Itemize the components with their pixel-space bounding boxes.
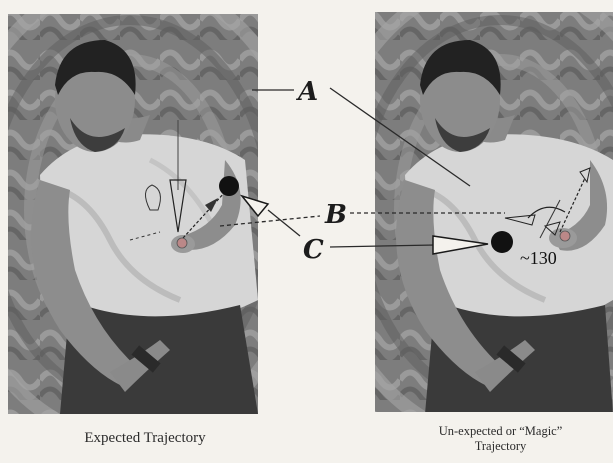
angle-readout: ~130 [520,248,557,268]
caption-magic: Un-expected or “Magic” Trajectory [388,424,613,454]
right-black-ball-icon [491,231,513,253]
label-a: A [295,77,318,107]
label-b: B [324,200,347,230]
caption-magic-line2: Trajectory [388,439,613,454]
left-black-ball-icon [219,176,239,196]
right-start-ball [560,231,570,241]
left-photo-panel [0,0,310,440]
right-photo-panel [320,0,613,440]
caption-magic-line1: Un-expected or “Magic” [388,424,613,439]
label-c: C [303,235,324,265]
label-c-line-left [268,210,300,236]
caption-expected: Expected Trajectory [20,430,270,447]
left-start-ball [177,238,187,248]
